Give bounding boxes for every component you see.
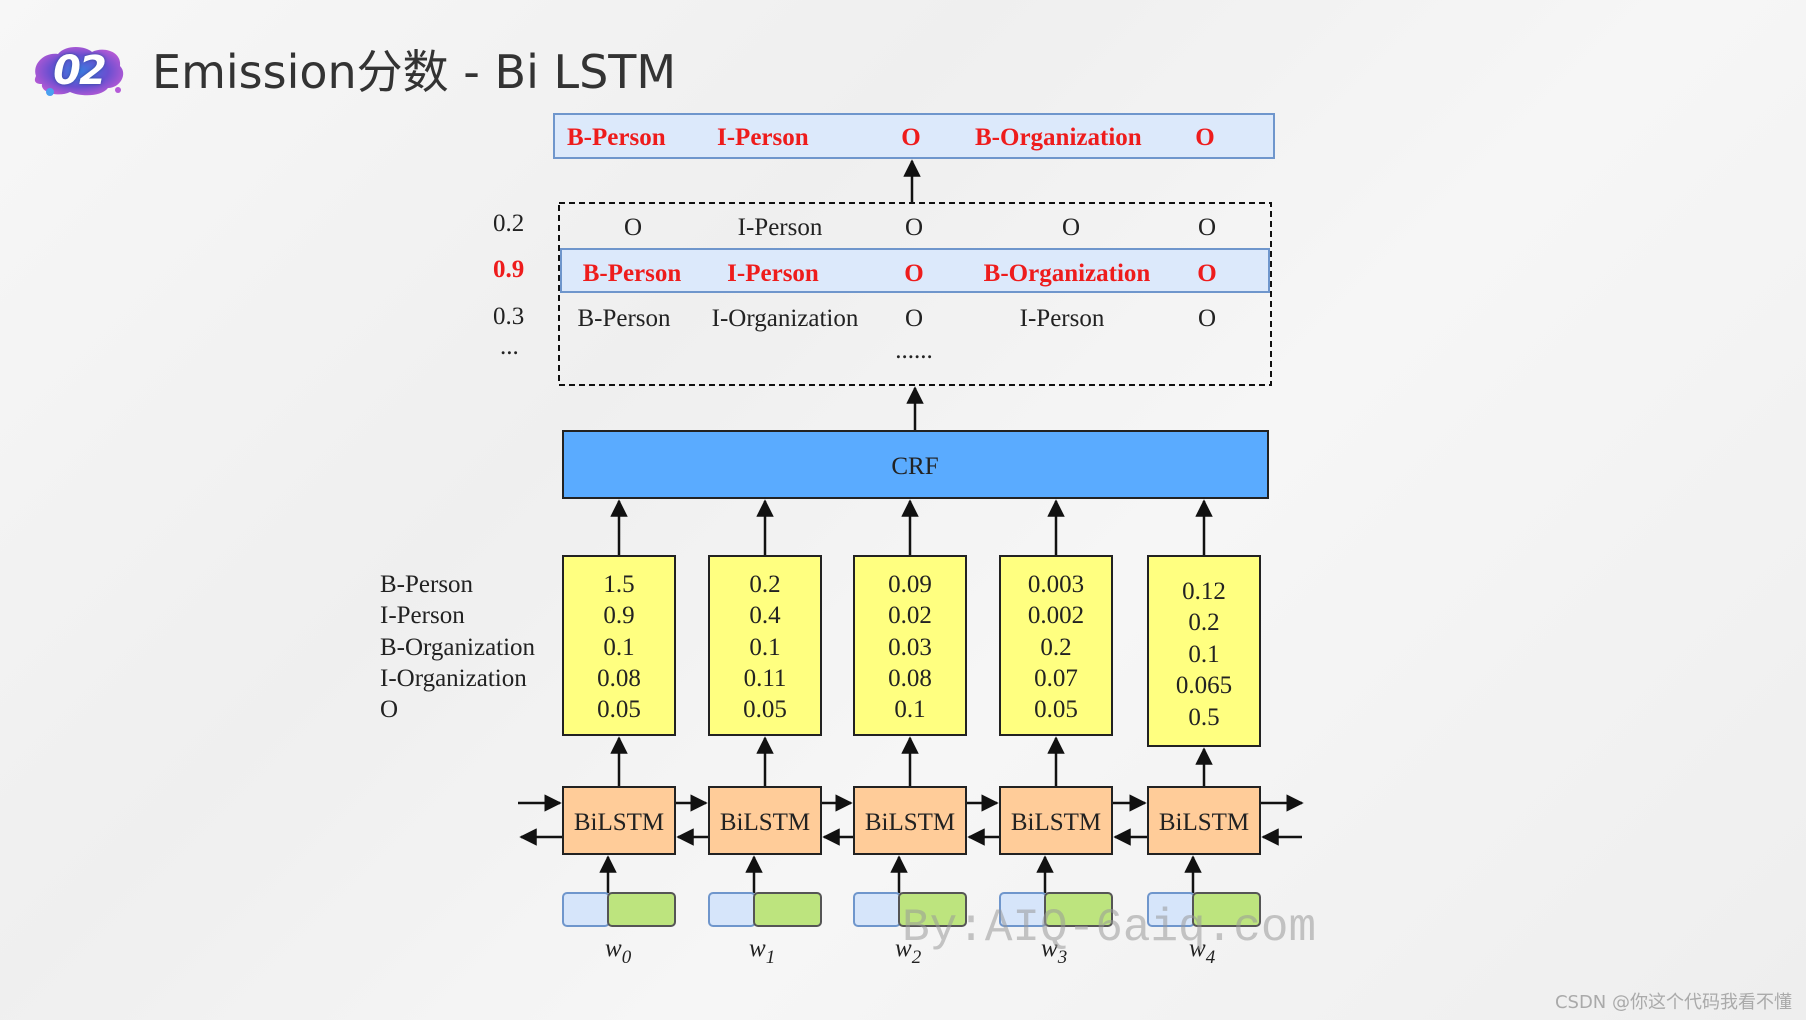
label-name: B-Organization: [380, 634, 536, 661]
output-tag: I-Person: [717, 124, 809, 151]
bilstm-cell: [708, 786, 822, 855]
candidate-tag: I-Person: [1020, 305, 1105, 332]
candidate-score: 0.3: [493, 303, 524, 330]
output-tag: O: [901, 124, 920, 151]
label-name: I-Organization: [380, 665, 527, 692]
word-embedding: [753, 892, 822, 927]
emission-score: 0.03: [888, 634, 932, 661]
best-path-highlight: [560, 248, 1270, 293]
word-label: w1: [749, 935, 775, 968]
bilstm-label: BiLSTM: [1011, 809, 1101, 836]
candidate-tag: O: [1197, 260, 1216, 287]
crf-label: CRF: [891, 453, 938, 480]
emission-score: 0.08: [888, 665, 932, 692]
crf-layer: [562, 430, 1269, 499]
output-tag: B-Organization: [975, 124, 1142, 151]
emission-score: 0.4: [749, 602, 781, 629]
word-embedding: [1192, 892, 1261, 927]
word-embedding: [607, 892, 676, 927]
section-number: 02: [53, 48, 107, 94]
word-embedding: [898, 892, 967, 927]
word-label: w0: [605, 935, 632, 968]
emission-score: 0.2: [749, 571, 780, 598]
bilstm-label: BiLSTM: [720, 809, 810, 836]
word-label: w3: [1041, 935, 1067, 968]
word-label: w4: [1189, 935, 1216, 968]
candidate-score: 0.9: [493, 256, 524, 283]
candidate-paths-box: [558, 202, 1272, 386]
emission-score: 0.003: [1028, 571, 1084, 598]
emission-score: 0.1: [894, 696, 925, 723]
emission-score: 0.05: [597, 696, 641, 723]
page-title: Emission分数 - Bi LSTM: [152, 45, 677, 99]
candidate-tag: I-Person: [738, 214, 823, 241]
bilstm-label: BiLSTM: [865, 809, 955, 836]
emission-score: 0.9: [603, 602, 634, 629]
char-embedding: [853, 892, 901, 927]
paint-splash-icon: [34, 47, 124, 96]
emission-score-box: [853, 555, 967, 736]
emission-score: 1.5: [603, 571, 634, 598]
output-tag: B-Person: [567, 124, 666, 151]
output-tag: O: [1195, 124, 1214, 151]
output-tag-box: [553, 113, 1275, 159]
source-credit: CSDN @你这个代码我看不懂: [1554, 992, 1792, 1013]
candidate-tag: B-Organization: [984, 260, 1151, 287]
watermark: By:AIQ-6aiq.com: [902, 902, 1316, 954]
bilstm-cell: [853, 786, 967, 855]
candidate-score: 0.2: [493, 210, 524, 237]
label-name: B-Person: [380, 571, 474, 598]
label-name: I-Person: [380, 602, 465, 629]
candidate-tag: O: [624, 214, 642, 241]
emission-score: 0.07: [1034, 665, 1078, 692]
candidate-tag: O: [904, 260, 923, 287]
emission-score-box: [999, 555, 1113, 736]
emission-score: 0.065: [1176, 672, 1232, 699]
char-embedding: [708, 892, 756, 927]
emission-score: 0.1: [603, 634, 634, 661]
bilstm-cell: [1147, 786, 1261, 855]
emission-score: 0.5: [1188, 704, 1219, 731]
emission-score: 0.05: [743, 696, 787, 723]
emission-score: 0.11: [744, 665, 787, 692]
emission-score: 0.1: [1188, 641, 1219, 668]
word-label: w2: [895, 935, 922, 968]
candidate-ellipsis: ......: [895, 337, 933, 364]
emission-score: 0.02: [888, 602, 932, 629]
emission-score: 0.2: [1040, 634, 1071, 661]
emission-score: 0.002: [1028, 602, 1084, 629]
candidate-tag: O: [1198, 305, 1216, 332]
emission-score: 0.1: [749, 634, 780, 661]
emission-score-box: [1147, 555, 1261, 747]
char-embedding: [562, 892, 610, 927]
bilstm-cell: [562, 786, 676, 855]
candidate-ellipsis: ...: [500, 333, 519, 360]
candidate-tag: O: [905, 214, 923, 241]
section-badge: 02: [30, 42, 128, 100]
candidate-tag: O: [1198, 214, 1216, 241]
candidate-tag: I-Organization: [712, 305, 859, 332]
bilstm-label: BiLSTM: [1159, 809, 1249, 836]
candidate-tag: I-Person: [727, 260, 819, 287]
label-name: O: [380, 696, 398, 723]
bilstm-cell: [999, 786, 1113, 855]
emission-score-box: [562, 555, 676, 736]
emission-score: 0.12: [1182, 578, 1226, 605]
emission-score: 0.05: [1034, 696, 1078, 723]
candidate-tag: O: [905, 305, 923, 332]
word-embedding: [1044, 892, 1113, 927]
candidate-tag: B-Person: [583, 260, 682, 287]
emission-score: 0.08: [597, 665, 641, 692]
bilstm-label: BiLSTM: [574, 809, 664, 836]
candidate-tag: O: [1062, 214, 1080, 241]
emission-score: 0.2: [1188, 609, 1219, 636]
candidate-tag: B-Person: [577, 305, 671, 332]
emission-score: 0.09: [888, 571, 932, 598]
emission-score-box: [708, 555, 822, 736]
